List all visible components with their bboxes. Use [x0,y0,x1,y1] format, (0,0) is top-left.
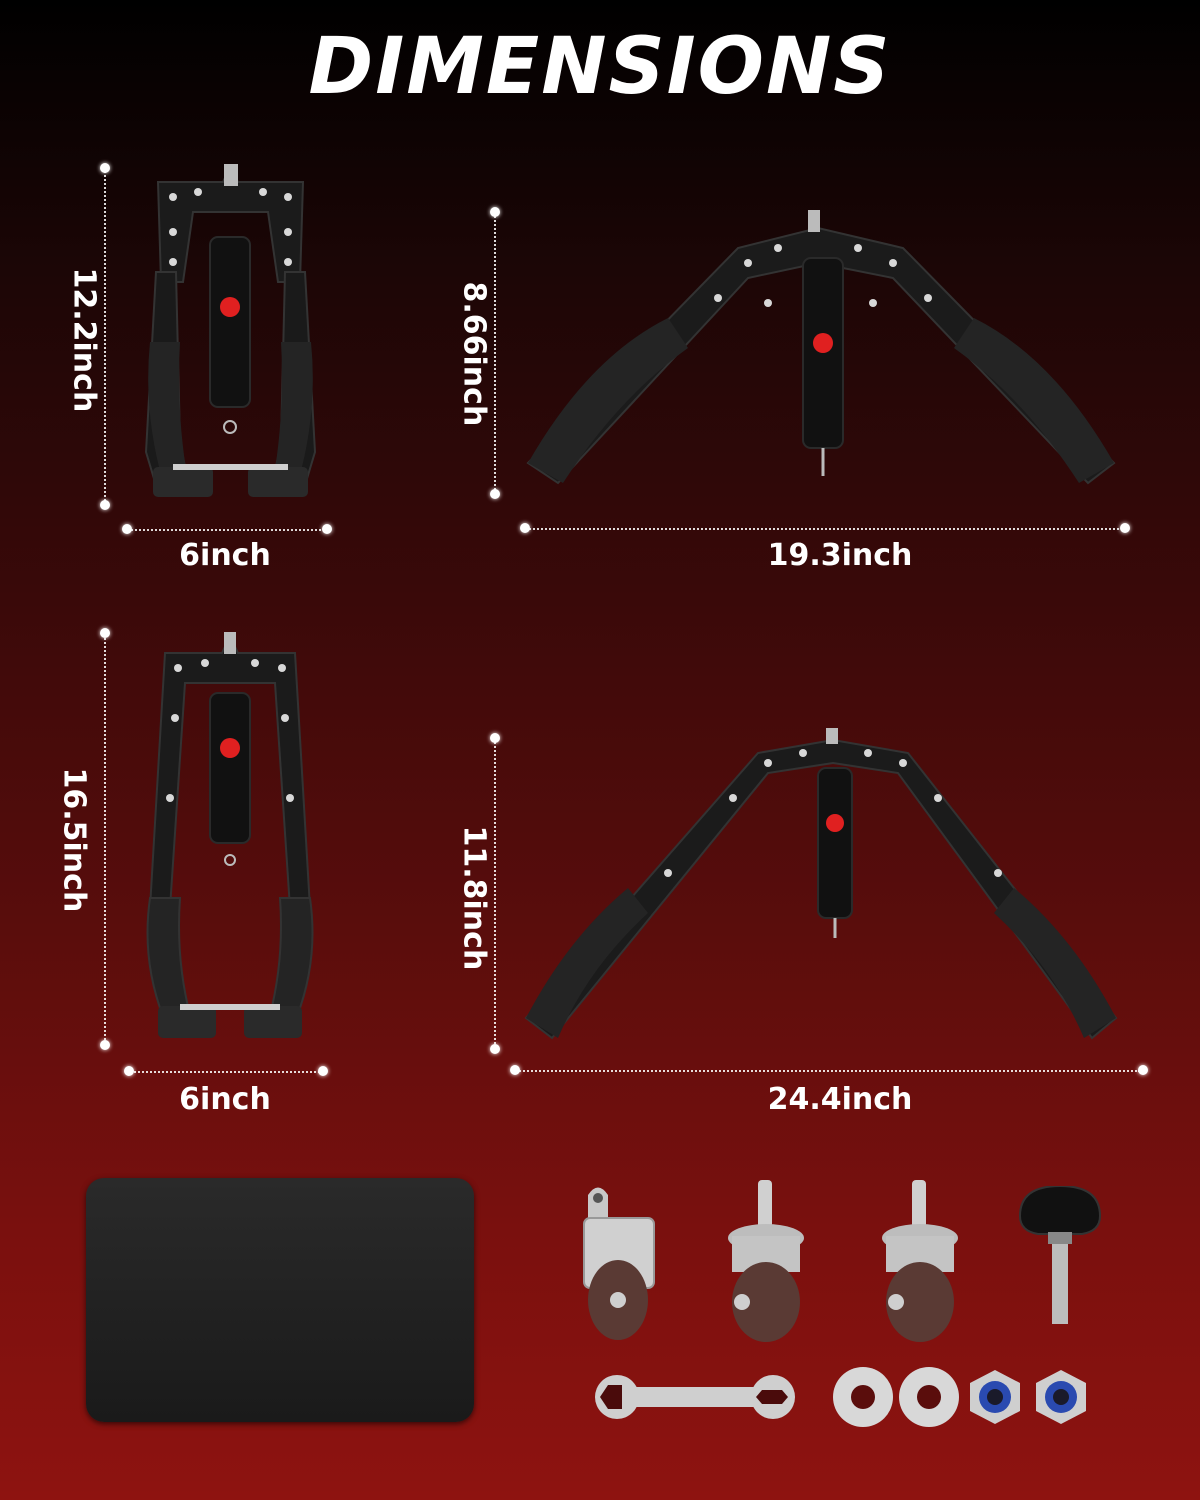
dimension-dot [124,1066,134,1076]
dimension-dot [490,1044,500,1054]
dimension-dot [100,163,110,173]
width-line [516,1070,1140,1072]
height-label: 16.5inch [56,767,92,913]
mat-pad [86,1178,474,1422]
dimension-dot [318,1066,328,1076]
dimension-dot [322,524,332,534]
extended-gripper-image [146,632,314,1038]
lock-nut-icon [1036,1370,1086,1424]
wrench-icon [595,1375,795,1419]
height-line [104,634,106,1044]
dimension-dot [100,500,110,510]
dimension-dot [100,1040,110,1050]
width-line [526,528,1126,530]
page-title: DIMENSIONS [308,22,892,112]
washer-icon [899,1367,959,1427]
dimension-dot [520,523,530,533]
width-label: 6inch [179,1082,271,1117]
height-label: 12.2inch [66,267,102,413]
dimension-dot [122,524,132,534]
dimension-dot [510,1065,520,1075]
dimension-dot [100,628,110,638]
dimension-dot [490,733,500,743]
height-label: 11.8inch [456,825,492,971]
width-label: 19.3inch [767,538,913,573]
washer-icon [833,1367,893,1427]
open-gripper-image [526,210,1116,485]
lock-nut-icon [970,1370,1020,1424]
height-line [494,738,496,1048]
width-label: 6inch [179,538,271,573]
height-line [494,212,496,494]
dimension-dot [1138,1065,1148,1075]
height-line [104,168,106,504]
width-line [128,529,328,531]
caster-wheel-icon [728,1180,804,1342]
dimension-dot [490,207,500,217]
closed-gripper-image [144,164,317,497]
extended-open-gripper-image [524,728,1118,1040]
pulley-wheel-icon [583,1187,655,1340]
knob-bolt-icon [1018,1186,1102,1324]
dimension-dot [1120,523,1130,533]
caster-wheel-icon [882,1180,958,1342]
width-label: 24.4inch [767,1082,913,1117]
width-line [130,1071,324,1073]
height-label: 8.66inch [456,281,492,427]
dimension-dot [490,489,500,499]
